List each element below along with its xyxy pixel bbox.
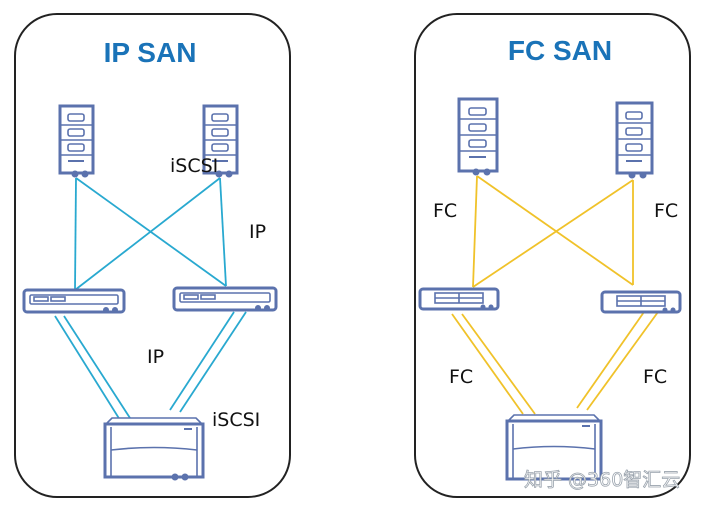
port-icon [639,171,647,179]
port-icon [225,170,233,178]
ip-link-sw1-storage-a [54,315,121,421]
fc-storage-array[interactable] [505,414,603,481]
fc-link-sw2-storage-a [576,311,645,409]
ip-link-s2-sw1 [74,177,221,291]
ip-san-panel: IP SAN [14,13,291,498]
ip-link-s1-sw1 [74,177,77,291]
ip-link-s2-sw2 [219,177,227,287]
port-icon [670,307,676,313]
ip-label-ip-right: IP [249,221,266,243]
ip-switch-2[interactable] [172,286,278,312]
port-icon [71,170,79,178]
ip-switch-1[interactable] [22,288,126,314]
ip-label-iscsi-bottom: iSCSI [212,409,260,431]
ip-link-sw2-storage-a [169,311,235,411]
drive-bay [625,143,643,152]
drive-bay [67,128,85,137]
fc-link-sw1-storage-a [451,313,524,415]
drive-bay [468,107,487,116]
port-icon [488,304,494,310]
fc-links [451,175,659,415]
drive-bay [468,139,487,148]
drive-bay [468,123,487,132]
ip-san-title: IP SAN [104,37,197,68]
port-icon [112,307,118,313]
fc-link-s1-sw1 [472,175,478,288]
server-chassis [615,101,654,175]
ip-links [54,177,247,421]
storage-chassis [103,422,205,479]
ip-link-sw1-storage-b [63,315,131,419]
port-icon [483,168,491,176]
drive-bay [67,113,85,122]
fc-san-panel: FC SAN [414,13,691,498]
ip-link-sw2-storage-b [179,311,247,413]
port-icon [628,171,636,179]
fc-server-2[interactable] [615,101,654,179]
port-icon [255,305,261,311]
fc-link-sw2-storage-b [586,311,659,411]
fc-link-sw1-storage-b [461,313,536,415]
drive-bay [211,113,229,122]
ip-label-iscsi-top: iSCSI [170,155,218,177]
port-icon [480,304,486,310]
port-icon [81,170,89,178]
fc-switch-1[interactable] [418,287,500,311]
fc-server-1[interactable] [457,97,499,176]
ip-storage-array[interactable] [103,417,205,481]
ip-label-ip-center: IP [147,346,164,368]
drive-bay [211,143,229,152]
ip-server-2[interactable] [202,104,239,178]
drive-bay [211,128,229,137]
drive-bay [67,143,85,152]
fc-label-right-upper: FC [654,200,678,222]
fc-label-left-upper: FC [433,200,457,222]
port-icon [264,305,270,311]
drive-bay [625,111,643,120]
port-icon [171,473,179,481]
fc-label-left-lower: FC [449,366,473,388]
storage-chassis [505,419,603,481]
fc-link-s1-sw2 [476,175,634,286]
port-icon [181,473,189,481]
watermark: 知乎 @360智汇云 [524,469,680,491]
port-icon [215,170,223,178]
ip-server-1[interactable] [58,104,95,178]
drive-bay [625,127,643,136]
fc-label-right-lower: FC [643,366,667,388]
fc-switch-2[interactable] [600,290,682,314]
fc-san-title: FC SAN [508,35,612,66]
fc-link-s2-sw1 [472,179,634,288]
port-icon [472,168,480,176]
port-icon [103,307,109,313]
port-icon [662,307,668,313]
